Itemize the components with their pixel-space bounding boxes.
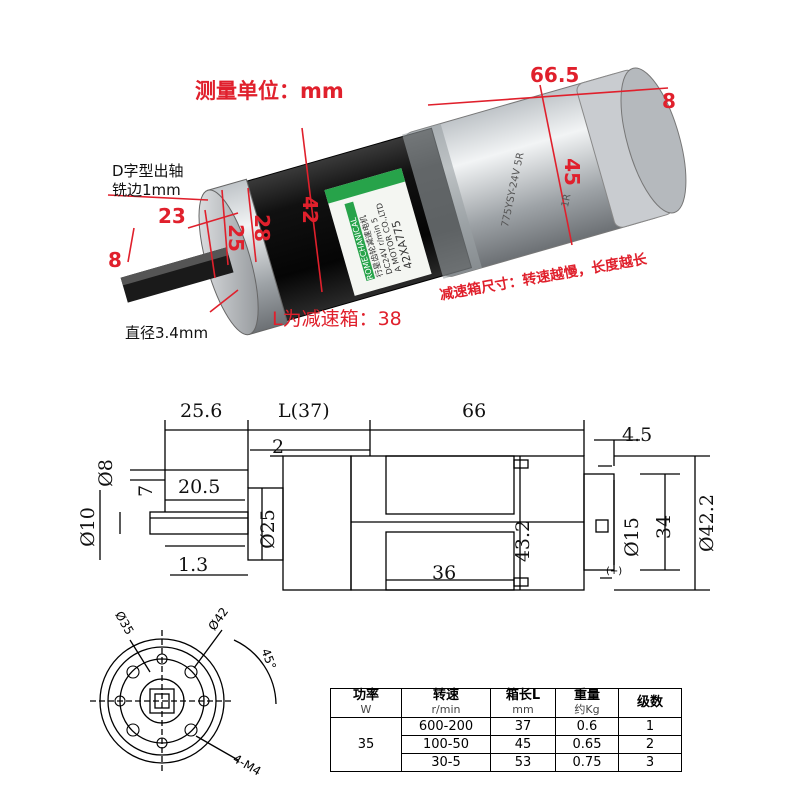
- side-view-drawing: [99, 420, 710, 591]
- dim-back-15: Ø15: [620, 517, 643, 557]
- dim-shaft-8: Ø8: [94, 459, 117, 487]
- front-view-drawing: [90, 629, 277, 772]
- header-power-label: 功率: [352, 688, 379, 703]
- cell-speed: 30-5: [401, 753, 491, 772]
- dim-hub-inner: 28: [249, 214, 274, 242]
- shaft-note-line1: D字型出轴: [112, 162, 184, 180]
- dim-20-5: 20.5: [178, 476, 221, 498]
- cell-length: 53: [490, 753, 556, 772]
- cell-stages: 3: [618, 753, 682, 772]
- dim-1-3: 1.3: [178, 554, 209, 576]
- dim-shaft-width: 8: [108, 248, 122, 272]
- dim-shaft-extent: 25.6: [180, 400, 223, 422]
- header-stages: 级数: [618, 688, 682, 718]
- dim-gearbox-diameter: 42: [297, 196, 322, 224]
- dim-total-length: 66.5: [530, 63, 580, 87]
- shaft-note: D字型出轴 铣边1mm: [112, 162, 184, 200]
- dim-36: 36: [432, 562, 457, 584]
- cell-stages: 2: [618, 735, 682, 754]
- cell-stages: 1: [618, 717, 682, 736]
- shaft-note-line2: 铣边1mm: [112, 181, 181, 199]
- gearbox-length-label: L为减速箱：38: [272, 308, 402, 330]
- header-weight: 重量约Kg: [555, 688, 619, 718]
- header-stages-label: 级数: [636, 695, 663, 710]
- cell-speed: 600-200: [401, 717, 491, 736]
- header-weight-unit: 约Kg: [574, 703, 600, 716]
- cell-weight: 0.6: [555, 717, 619, 736]
- dim-motor-diameter: 45: [559, 158, 584, 186]
- dim-terminal-4-5: 4.5: [622, 424, 653, 446]
- dim-hub-25: Ø25: [256, 509, 279, 549]
- cell-speed: 100-50: [401, 735, 491, 754]
- dim-7: 7: [135, 484, 158, 498]
- dim-shaft-10: Ø10: [76, 507, 99, 547]
- hole-diameter-note: 直径3.4mm: [125, 324, 209, 342]
- header-speed-label: 转速: [432, 688, 459, 703]
- table-row: 35 600-200 37 0.6 1: [330, 717, 682, 772]
- cell-weight: 0.65: [555, 735, 619, 754]
- polarity-mark: (+): [606, 566, 623, 577]
- dim-motor-length: 66: [462, 400, 487, 422]
- cell-weight: 0.75: [555, 753, 619, 772]
- header-weight-label: 重量: [573, 688, 600, 703]
- dim-gearbox-L: L(37): [278, 400, 330, 422]
- photo-dim-lines: [107, 84, 669, 313]
- header-length-unit: mm: [512, 703, 534, 716]
- cell-length: 45: [490, 735, 556, 754]
- dim-hub: 25: [223, 224, 248, 252]
- dim-43-2: 43.2: [512, 519, 535, 563]
- header-length-label: 箱长L: [505, 688, 541, 703]
- table-row: 30-5 53 0.75 3: [331, 753, 682, 772]
- dim-terminal: 8: [662, 89, 676, 113]
- dim-flange-2: 2: [272, 436, 285, 458]
- dim-34: 34: [653, 514, 676, 540]
- header-speed-unit: r/min: [431, 703, 461, 716]
- unit-label: 测量单位：mm: [195, 79, 344, 103]
- header-power-unit: W: [360, 703, 372, 716]
- dim-42-2: Ø42.2: [695, 494, 718, 552]
- cell-power: 35: [330, 717, 402, 772]
- dim-shaft-length: 23: [158, 204, 186, 228]
- cell-length: 37: [490, 717, 556, 736]
